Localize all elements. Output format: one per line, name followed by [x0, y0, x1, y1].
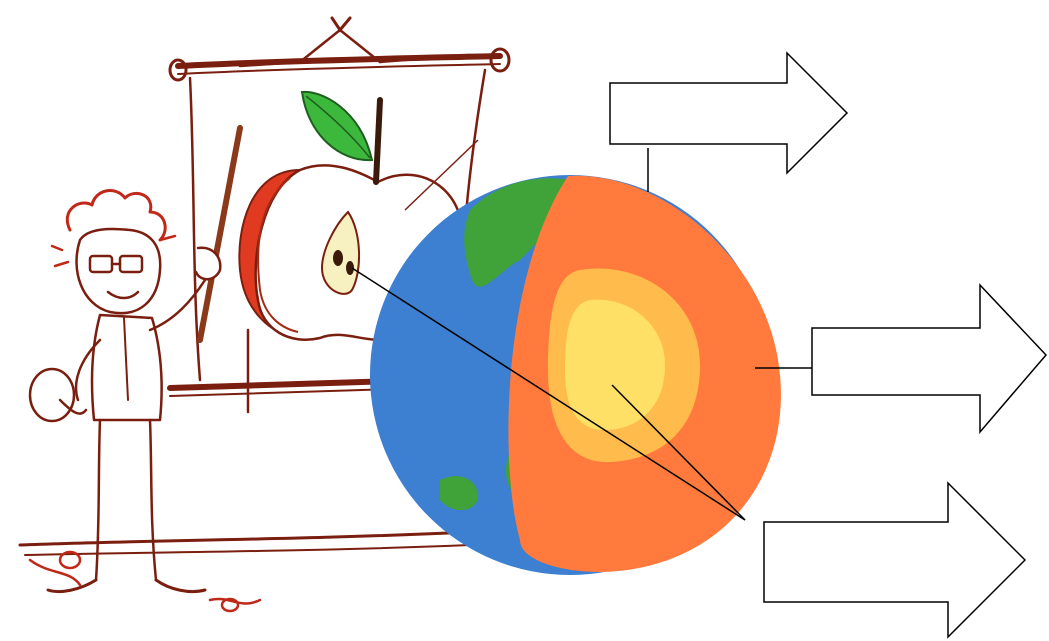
cartoon-teacher-icon: [28, 125, 262, 613]
label-arrow-3: [763, 481, 1027, 639]
label-arrow-1: [609, 51, 849, 175]
label-arrow-2: [811, 283, 1048, 435]
pointer-line-core: [611, 384, 746, 521]
pointer-lines: [351, 148, 812, 521]
pointer-line-seed-to-core: [351, 267, 746, 521]
earth-cutaway-icon: [370, 175, 781, 575]
